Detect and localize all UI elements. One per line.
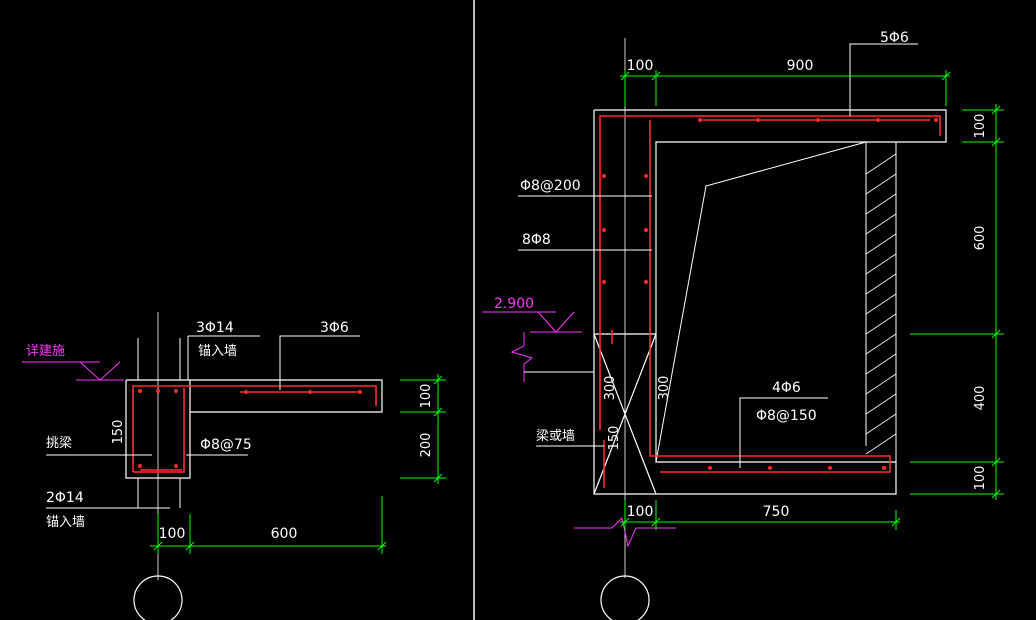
right-detail: 2.900 5Φ6 Φ8@200 8Φ8 梁或墙 4Φ6 Φ8@150 300 … xyxy=(482,30,1004,620)
right-inner-dim-c: 150 xyxy=(607,426,622,451)
hatch-line xyxy=(865,333,897,355)
left-concrete-outline xyxy=(125,379,383,479)
hatch-line xyxy=(865,193,897,215)
left-leaders xyxy=(46,335,360,509)
right-inner-dim-a: 300 xyxy=(603,376,618,401)
left-dim-slab-thickness: 100 xyxy=(419,384,434,409)
right-side-bar-label: 8Φ8 xyxy=(522,232,551,248)
left-axis-bubble xyxy=(133,575,183,620)
right-concrete-outline xyxy=(593,109,947,495)
right-infill-lines xyxy=(655,141,867,463)
right-dim-right-bottom: 100 xyxy=(973,466,988,491)
right-hatch-lines xyxy=(865,153,897,455)
hatch-line xyxy=(865,293,897,315)
right-dim-top-left: 100 xyxy=(627,58,654,74)
left-beam-label: 挑梁 xyxy=(46,436,72,451)
hatch-line xyxy=(865,433,897,455)
right-dim-right-top: 100 xyxy=(973,114,988,139)
right-hatched-wall xyxy=(865,142,897,462)
right-dim-top-span: 900 xyxy=(787,58,814,74)
hatch-line xyxy=(865,353,897,375)
hatch-line xyxy=(865,313,897,335)
right-rebar-dots xyxy=(602,118,938,470)
hatch-line xyxy=(865,253,897,275)
right-rebar xyxy=(599,115,941,488)
left-bottom-bar-note: 锚入墙 xyxy=(46,515,85,530)
hatch-line xyxy=(865,273,897,295)
left-stirrup-label: Φ8@75 xyxy=(200,437,252,453)
hatch-line xyxy=(865,413,897,435)
left-dim-wall-part: 100 xyxy=(159,526,186,542)
left-wall-stub xyxy=(137,338,181,508)
right-bottom-stirrup-label: Φ8@150 xyxy=(756,408,817,424)
hatch-line xyxy=(865,233,897,255)
hatch-line xyxy=(865,173,897,195)
hatch-line xyxy=(865,393,897,415)
left-rebar xyxy=(132,385,377,473)
hatch-line xyxy=(865,373,897,395)
hatch-line xyxy=(865,153,897,175)
hatch-line xyxy=(865,213,897,235)
right-leaders xyxy=(518,43,918,468)
left-dim-beam-depth: 200 xyxy=(419,433,434,458)
right-dim-right-low: 400 xyxy=(973,386,988,411)
left-dimensions xyxy=(150,374,446,554)
left-level-marker xyxy=(22,361,124,381)
right-axis-bubble xyxy=(600,575,650,620)
left-bottom-bar-label: 2Φ14 xyxy=(46,490,84,506)
left-beam-width-label: 150 xyxy=(111,420,126,445)
right-level-marker xyxy=(482,311,676,548)
right-side-stirrup-label: Φ8@200 xyxy=(520,178,581,194)
right-bottom-bar-label: 4Φ6 xyxy=(772,380,801,396)
right-dim-bottom-span: 750 xyxy=(763,504,790,520)
left-level-label: 详建施 xyxy=(26,344,65,359)
right-top-bar-label: 5Φ6 xyxy=(880,30,909,46)
left-top-bar-note: 锚入墙 xyxy=(198,344,237,359)
right-dim-right-mid: 600 xyxy=(973,226,988,251)
left-slab-bar-label: 3Φ6 xyxy=(320,320,349,336)
right-level-label: 2.900 xyxy=(494,296,534,312)
left-top-bar-label: 3Φ14 xyxy=(196,320,234,336)
right-dimensions xyxy=(620,70,1004,530)
right-inner-dim-b: 300 xyxy=(657,376,672,401)
left-detail: 详建施 xyxy=(22,312,446,620)
right-beam-or-wall-label: 梁或墙 xyxy=(536,429,575,444)
left-rebar-dots xyxy=(138,389,362,468)
right-dim-bottom-left: 100 xyxy=(627,504,654,520)
left-dim-cantilever: 600 xyxy=(271,526,298,542)
